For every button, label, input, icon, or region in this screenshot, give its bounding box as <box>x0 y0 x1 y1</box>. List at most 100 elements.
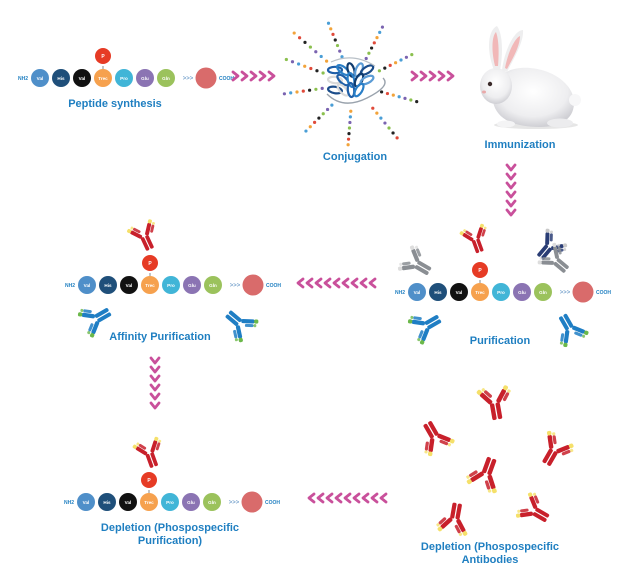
c-terminus-label: COOH <box>219 76 234 82</box>
chevron-arrow-icon <box>428 70 437 82</box>
chevron-arrow-icon <box>343 492 352 504</box>
light-chain <box>502 392 510 402</box>
chevron-arrow-icon <box>258 70 267 82</box>
heavy-chain <box>529 495 538 509</box>
antigen-binding-tip <box>462 531 468 536</box>
conjugated-peptide-residue <box>380 90 384 94</box>
residue-label: Val <box>414 290 421 295</box>
conjugated-peptide-residue <box>330 103 334 107</box>
chevron-arrow-icon <box>505 181 517 190</box>
chain-ellipsis: >>> <box>183 76 194 82</box>
conjugated-peptide-residue <box>304 129 308 133</box>
residue-label: Val <box>456 290 463 295</box>
chevron-arrow-icon <box>314 277 323 289</box>
antibody-arm <box>233 325 243 343</box>
antibody-arm <box>459 229 474 242</box>
chevron-arrow-icon <box>323 277 332 289</box>
antigen-binding-tip <box>527 492 533 497</box>
fc-chain <box>423 423 434 439</box>
conjugated-peptide-residue <box>315 69 319 73</box>
protein-loop <box>326 77 386 104</box>
phospho-icon <box>472 262 488 278</box>
fc-chain <box>495 402 503 420</box>
antigen-binding-tip <box>545 228 550 233</box>
antigen-binding-tip <box>136 442 140 446</box>
heavy-chain <box>456 519 466 533</box>
residue-pro <box>115 69 133 87</box>
antigen-binding-tip <box>491 488 497 494</box>
antibody-arm <box>87 321 100 338</box>
fc-chain <box>97 312 112 323</box>
fc-chain <box>559 316 569 331</box>
conjugated-peptide-residue <box>410 53 414 57</box>
c-terminus-label: COOH <box>265 500 280 506</box>
protein-loop <box>330 57 376 67</box>
arrow-synthesis-to-conjugation <box>231 70 276 82</box>
residue-label: Trec <box>475 290 485 295</box>
residue-gln <box>157 69 175 87</box>
conjugated-peptide-residue <box>397 95 401 99</box>
residue-label: His <box>104 283 112 288</box>
conjugated-peptide-residue <box>349 109 353 113</box>
conjugated-peptide-residue <box>321 112 325 116</box>
antigen-binding-tip <box>254 319 259 324</box>
antigen-binding-tip <box>238 337 243 343</box>
chevron-arrow-icon <box>149 401 161 410</box>
antibody-arm <box>545 228 553 245</box>
conjugated-peptide-residue <box>295 90 299 94</box>
antibody-icon <box>127 219 155 251</box>
antigen-binding-tip <box>487 489 492 493</box>
antigen-binding-tip <box>483 226 487 230</box>
conjugated-peptide-residue <box>415 100 419 104</box>
chevron-arrow-icon <box>149 365 161 374</box>
fc-chain <box>427 319 442 330</box>
residue-gln <box>203 493 221 511</box>
residue-label: Glu <box>187 500 195 505</box>
antibody-icon <box>225 310 259 343</box>
chevron-arrow-icon <box>446 70 455 82</box>
fc-chain <box>537 244 549 257</box>
fc-chain <box>482 456 491 474</box>
conjugated-peptide-residue <box>290 60 295 64</box>
light-chain <box>138 443 147 450</box>
chevron-arrow-icon <box>505 190 517 199</box>
light-chain <box>561 449 571 456</box>
antigen-binding-tip <box>466 475 470 479</box>
heavy-chain <box>572 325 586 334</box>
rabbit-ear-inner <box>505 36 520 69</box>
arrow-purification-to-affinity <box>296 277 377 289</box>
conjugated-peptide-residue <box>331 32 335 37</box>
chevron-arrow-icon <box>305 277 314 289</box>
antigen-binding-tip <box>89 333 95 338</box>
conjugated-peptide-residue <box>308 125 312 129</box>
protein-helix <box>346 72 356 88</box>
conjugated-peptide-residue <box>282 92 286 96</box>
label-depletion-antibodies-line1: Depletion (Phospospecific <box>420 541 560 553</box>
fc-chain <box>150 452 158 467</box>
conjugated-peptide-residue <box>303 40 307 45</box>
residue-label: Gln <box>539 290 547 295</box>
chevron-arrow-icon <box>368 277 377 289</box>
antibody-arm <box>552 242 562 259</box>
antigen-binding-tip <box>234 338 238 342</box>
residue-label: Val <box>83 500 90 505</box>
conjugated-peptide-residue <box>371 106 375 110</box>
antigen-binding-tip <box>537 260 542 265</box>
conjugated-peptide-residue <box>346 137 351 141</box>
antigen-binding-tip <box>557 243 561 247</box>
chain-ellipsis: >>> <box>560 290 571 296</box>
conjugated-peptide-residue <box>395 136 399 140</box>
antigen-binding-tip <box>449 438 455 444</box>
residue-pro <box>161 493 179 511</box>
fc-chain <box>145 453 154 468</box>
label-depletion-purification-line2: Purification) <box>137 535 203 547</box>
light-chain <box>439 439 449 446</box>
antibody-icon <box>466 456 497 494</box>
c-terminal-cap <box>572 281 594 303</box>
fc-chain <box>225 314 239 327</box>
chevron-arrow-icon <box>296 277 305 289</box>
heavy-chain <box>135 446 148 456</box>
chevron-arrow-icon <box>352 492 361 504</box>
